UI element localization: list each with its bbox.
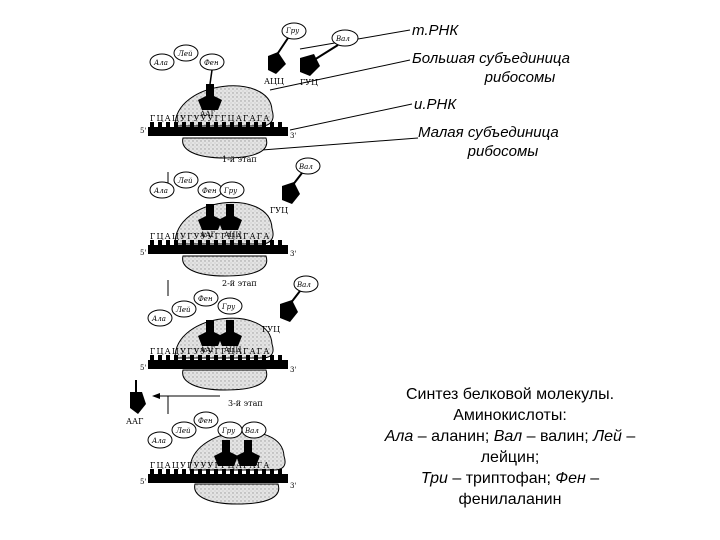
aa-val-1: Вал [298, 163, 313, 171]
caption-line-2: Аминокислоты: [453, 407, 567, 424]
label-trna: т.РНК [412, 22, 459, 39]
five-prime-1: 5' [140, 249, 146, 257]
mrna-sequence-0: ГЦАЦУГУУУГГЦАГАГА [150, 114, 270, 123]
codon-gug-3: ГУЦ [242, 459, 258, 467]
caption-lei-dash: – [621, 428, 636, 445]
svg-text:ГУЦ: ГУЦ [270, 206, 288, 215]
codon-aag-1: ААГ [200, 231, 216, 239]
codon-aag-0: ААГ [200, 110, 216, 118]
three-prime-3: 3' [290, 482, 296, 490]
stage-2-label: 2-й этап [222, 279, 257, 288]
five-prime-3: 5' [140, 478, 146, 486]
svg-text:ГУЦ: ГУЦ [300, 78, 318, 87]
aa-tri-1: Гру [223, 187, 238, 195]
ribosome-stage-2 [148, 317, 288, 391]
three-prime-1: 3' [290, 250, 296, 258]
aa-ala-0: Ала [153, 59, 168, 67]
caption-line-5: Три – триптофан; Фен – [330, 468, 690, 489]
caption-ala-desc: – аланин; [413, 428, 494, 445]
aa-tri-3: Гру [221, 427, 236, 435]
aa-val-2: Вал [296, 281, 311, 289]
ribosome-stage-3 [148, 431, 288, 505]
peptide-chain-3 [147, 411, 267, 449]
released-trna: ААГ [126, 380, 146, 426]
stage-3-label: 3-й этап [228, 399, 263, 408]
caption-val-desc: – валин; [522, 428, 594, 445]
aa-val-3: Вал [244, 427, 259, 435]
aa-ala-1: Ала [153, 187, 168, 195]
codon-agc-3: АЦЦ [218, 459, 236, 467]
caption-line-1: Синтез белковой молекулы. [405, 386, 615, 403]
caption-tri: Три [420, 470, 448, 487]
aa-fen-3: Фен [198, 417, 213, 425]
caption-lei: Лей [593, 428, 622, 445]
caption-tri-desc: – триптофан; [447, 470, 556, 487]
peptide-chain-2 [147, 289, 243, 327]
caption-line-3: Ала – аланин; Вал – валин; Лей – [330, 426, 690, 447]
peptide-chain-1 [149, 171, 245, 199]
label-small-subunit-line1: Малая субъединица [418, 124, 559, 141]
label-small-subunit-line2: рибосомы [467, 143, 539, 160]
caption-val: Вал [493, 428, 523, 445]
five-prime-0: 5' [140, 127, 146, 135]
mrna-sequence-3: ГЦАЦУГУУУГГЦАГАГА [150, 461, 270, 470]
three-prime-0: 3' [290, 132, 296, 140]
aa-ala-2: Ала [151, 315, 166, 323]
caption-fen-dash: – [585, 470, 600, 487]
three-prime-2: 3' [290, 366, 296, 374]
aa-lei-2: Лей [175, 306, 191, 314]
aa-tri-top: Гру [285, 27, 300, 35]
codon-agc-2: АЦЦ [224, 346, 242, 354]
trna-val-stage-1: ГУЦ [270, 157, 321, 215]
label-large-subunit-line1: Большая субъединица [412, 50, 571, 67]
aa-lei-0: Лей [177, 50, 193, 58]
mrna-sequence-2: ГЦАЦУГУУУГГЦАГАГА [150, 347, 270, 356]
aa-lei-3: Лей [175, 427, 191, 435]
mrna-sequence-1: ГЦАЦУГУУУГГЦАГАГА [150, 232, 270, 241]
aa-lei-1: Лей [177, 177, 193, 185]
stage-1-label: 1-й этап [222, 155, 257, 164]
svg-text:ААГ: ААГ [126, 417, 143, 426]
trna-val-incoming: ГУЦ [300, 29, 359, 87]
label-large-subunit-line2: рибосомы [484, 69, 556, 86]
aa-fen-2: Фен [198, 295, 213, 303]
aa-val-top: Вал [335, 35, 350, 43]
trna-val-stage-2: ГУЦ [262, 275, 319, 334]
caption-fen: Фен [555, 470, 586, 487]
trna-tri-incoming: АЦЦ [264, 22, 307, 86]
peptide-chain-0 [149, 44, 225, 85]
codon-aag-2: ААГ [200, 346, 216, 354]
five-prime-2: 5' [140, 364, 146, 372]
aa-ala-3: Ала [151, 437, 166, 445]
aa-fen-0: Фен [204, 59, 219, 67]
aa-fen-1: Фен [202, 187, 217, 195]
caption-line-4: лейцин; [480, 449, 540, 466]
ribosome-stage-1 [148, 201, 288, 277]
caption: Синтез белковой молекулы. Аминокислоты: … [330, 384, 690, 510]
svg-text:ГУЦ: ГУЦ [262, 325, 280, 334]
label-mrna: и.РНК [414, 96, 457, 113]
svg-text:АЦЦ: АЦЦ [264, 77, 284, 86]
caption-ala: Ала [384, 428, 414, 445]
caption-line-6: фенилаланин [458, 491, 562, 508]
stage-3-arrowhead [152, 393, 160, 399]
codon-agc-1: АЦЦ [224, 231, 242, 239]
ribosome-initial [148, 84, 288, 159]
aa-tri-2: Гру [221, 303, 236, 311]
